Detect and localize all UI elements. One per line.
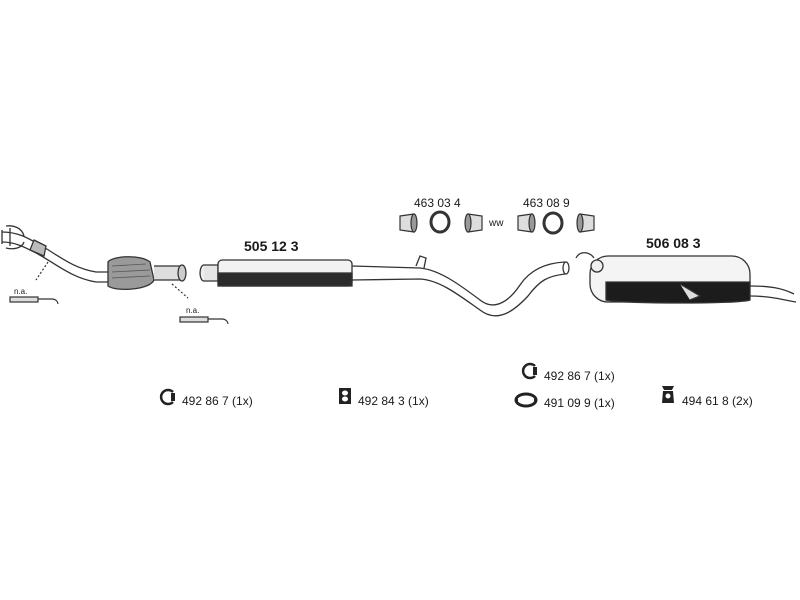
accessory-label-4: 491 09 9 (1x) [544, 396, 615, 410]
clamp-icon [521, 362, 537, 380]
gasket-icon [514, 392, 538, 408]
connector-ww-label: ww [489, 218, 504, 229]
accessory-label-3: 492 86 7 (1x) [544, 369, 615, 383]
accessory-label-1: 492 86 7 (1x) [182, 394, 253, 408]
middle-muffler-part-number: 505 12 3 [244, 238, 299, 254]
front-sensor-na-label-2: n.a. [186, 306, 200, 315]
rear-muffler [575, 252, 797, 304]
rear-muffler-part-number: 506 08 3 [646, 235, 701, 251]
front-sensor-na-label-1: n.a. [14, 287, 28, 296]
connector-2-part-number: 463 08 9 [523, 196, 570, 210]
accessory-label-2: 492 84 3 (1x) [358, 394, 429, 408]
oxygen-sensor-2 [171, 283, 229, 325]
front-pipe-with-catalyst [1, 225, 187, 291]
hanger-icon [339, 388, 351, 404]
oxygen-sensor-1 [9, 261, 59, 305]
mount-icon [662, 386, 674, 403]
clamp-icon [159, 388, 175, 406]
connector-set-2 [517, 211, 595, 235]
connector-1-part-number: 463 03 4 [414, 196, 461, 210]
accessory-label-5: 494 61 8 (2x) [682, 394, 753, 408]
connector-set-1 [399, 210, 483, 234]
middle-muffler [199, 255, 570, 317]
